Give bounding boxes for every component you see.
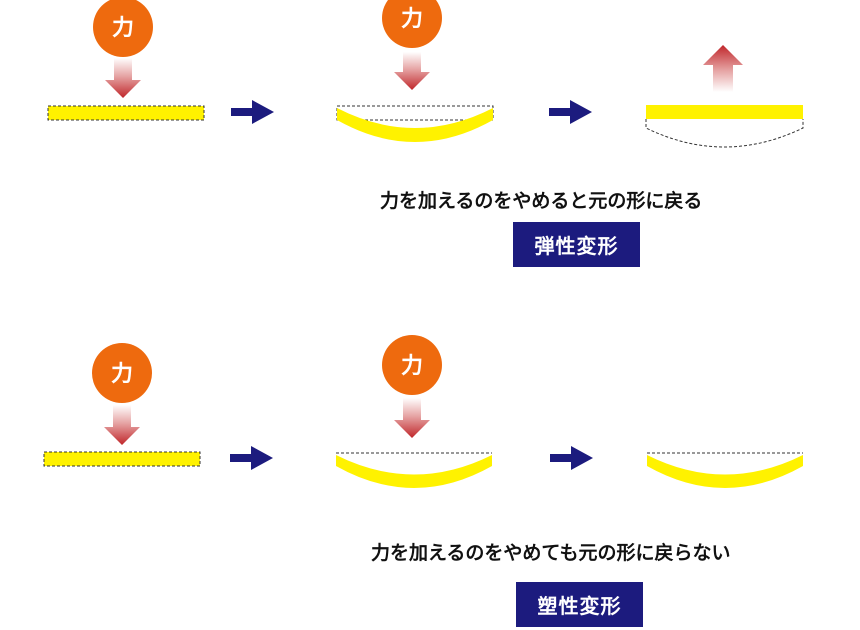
- previous-bent-outline: [645, 119, 804, 148]
- plastic-row: 力 力: [43, 335, 803, 488]
- downward-force-arrow-icon: [104, 405, 140, 445]
- bent-bar: [336, 455, 492, 488]
- elastic-stage-2: 力: [336, 0, 494, 142]
- step-arrow-icon: [230, 446, 273, 470]
- permanently-bent-bar: [647, 455, 803, 488]
- elastic-badge: 弾性変形: [513, 222, 640, 267]
- elastic-stage-1: 力: [47, 0, 205, 121]
- downward-force-arrow-icon: [394, 52, 430, 90]
- flat-bar: [47, 105, 205, 121]
- restored-bar: [646, 105, 803, 119]
- force-label: 力: [401, 354, 423, 379]
- force-circle-icon: 力: [92, 343, 152, 403]
- upward-release-arrow-icon: [703, 45, 743, 92]
- elastic-stage-3: [645, 45, 804, 148]
- force-label: 力: [112, 16, 134, 41]
- downward-force-arrow-icon: [394, 398, 430, 438]
- plastic-stage-1: 力: [43, 343, 201, 467]
- force-label: 力: [401, 7, 423, 32]
- step-arrow-icon: [549, 100, 592, 124]
- elastic-row: 力 力: [47, 0, 804, 148]
- downward-force-arrow-icon: [105, 58, 141, 98]
- force-circle-icon: 力: [93, 0, 153, 57]
- plastic-stage-3: [647, 452, 803, 488]
- flat-bar: [43, 451, 201, 467]
- elastic-caption: 力を加えるのをやめると元の形に戻る: [380, 190, 703, 212]
- step-arrow-icon: [231, 100, 274, 124]
- plastic-badge: 塑性変形: [516, 582, 643, 627]
- step-arrow-icon: [550, 446, 593, 470]
- force-circle-icon: 力: [382, 335, 442, 395]
- plastic-caption: 力を加えるのをやめても元の形に戻らない: [371, 542, 731, 564]
- force-label: 力: [111, 362, 133, 387]
- original-shape-outline: [336, 105, 494, 121]
- plastic-stage-2: 力: [336, 335, 492, 488]
- force-circle-icon: 力: [382, 0, 442, 48]
- bent-bar: [337, 108, 493, 142]
